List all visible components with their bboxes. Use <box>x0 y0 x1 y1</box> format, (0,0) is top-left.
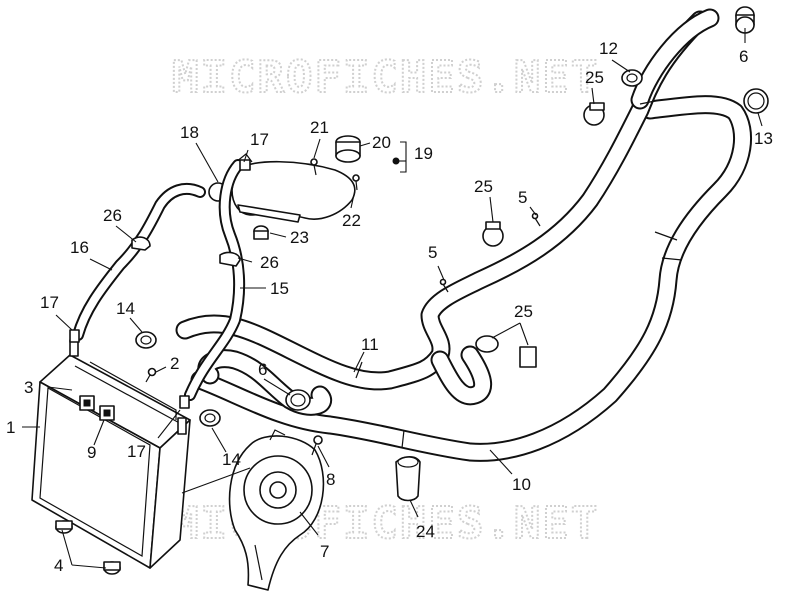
callout-15: 15 <box>270 279 289 298</box>
callout-25c: 25 <box>514 302 533 321</box>
callout-2: 2 <box>170 354 179 373</box>
part-24 <box>395 455 421 502</box>
callout-1: 1 <box>6 418 15 437</box>
callout-14a: 14 <box>116 299 135 318</box>
expansion-tank <box>208 153 356 223</box>
clamp-17b <box>239 159 251 171</box>
callout-12: 12 <box>599 39 618 58</box>
callout-17a: 17 <box>40 293 59 312</box>
callout-5a: 5 <box>518 188 527 207</box>
bolt-2 <box>145 367 157 383</box>
bolt-8 <box>311 435 323 456</box>
callout-7: 7 <box>320 542 329 561</box>
clamp-25a <box>583 102 605 126</box>
clamp-17a <box>69 329 80 343</box>
screw-5a <box>531 212 541 227</box>
callout-23: 23 <box>290 228 309 247</box>
callout-6b: 6 <box>258 360 267 379</box>
callout-14b: 14 <box>222 450 241 469</box>
hose-top-right <box>630 8 720 110</box>
hose-15 <box>184 159 246 401</box>
clamp-14b <box>199 409 221 427</box>
hose-mid-loop <box>430 345 493 406</box>
clamp-12 <box>621 69 643 87</box>
callout-10: 10 <box>512 475 531 494</box>
bracket-19 <box>400 141 407 173</box>
grommet-4b <box>103 561 121 575</box>
tank-cap <box>335 135 361 163</box>
callout-17b: 17 <box>250 130 269 149</box>
callout-5b: 5 <box>428 243 437 262</box>
screw-5b <box>439 278 449 293</box>
callout-24: 24 <box>416 522 435 541</box>
grommet-23 <box>253 225 269 240</box>
radiator <box>31 339 191 569</box>
callout-3: 3 <box>24 378 33 397</box>
clamp-6-lower <box>285 389 311 411</box>
callout-26a: 26 <box>103 206 122 225</box>
callout-22: 22 <box>342 211 361 230</box>
clamp-6-top <box>735 6 755 34</box>
callout-8: 8 <box>326 470 335 489</box>
grommet-4a <box>55 520 73 534</box>
clamp-14a <box>135 331 157 349</box>
clamp-25b <box>482 221 504 247</box>
callout-6a: 6 <box>739 47 748 66</box>
ring-13 <box>743 88 769 114</box>
callout-20: 20 <box>372 133 391 152</box>
clamp-17c <box>179 395 190 409</box>
callout-19: 19 <box>414 144 433 163</box>
callout-26b: 26 <box>260 253 279 272</box>
watermark-top: MICROFICHES.NET <box>172 52 599 103</box>
callout-25a: 25 <box>585 68 604 87</box>
callout-9: 9 <box>87 443 96 462</box>
clip-26b <box>219 251 241 267</box>
leader-lines <box>22 28 763 569</box>
screw-22 <box>352 174 360 191</box>
callout-16: 16 <box>70 238 89 257</box>
screw-21 <box>310 158 318 176</box>
callout-4: 4 <box>54 556 63 575</box>
cooling-fan <box>228 429 325 591</box>
callout-11: 11 <box>361 335 379 354</box>
callout-17c: 17 <box>127 442 146 461</box>
clamp-25c <box>475 335 537 368</box>
hose-10 <box>190 95 753 462</box>
clip-26a <box>131 236 151 251</box>
callout-21: 21 <box>310 118 329 137</box>
hose-11 <box>175 10 710 391</box>
callout-18: 18 <box>180 123 199 142</box>
callout-13: 13 <box>754 129 773 148</box>
callout-25b: 25 <box>474 177 493 196</box>
